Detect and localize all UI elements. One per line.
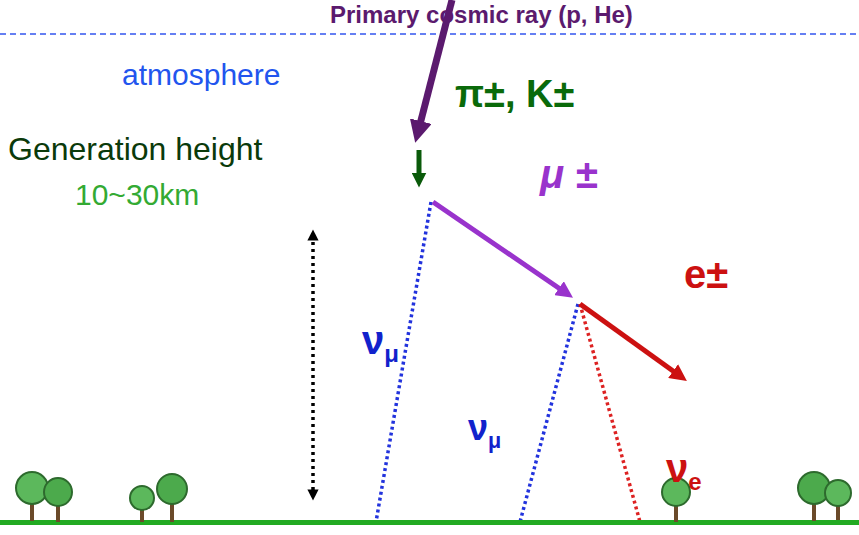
nue-line — [580, 304, 640, 522]
height-label: Generation height — [8, 132, 262, 167]
meson-label: π±, K± — [455, 74, 574, 116]
ground-line — [0, 520, 859, 525]
atmosphere-boundary — [0, 33, 859, 35]
cosmic-ray-label: Primary cosmic ray (p, He) — [330, 2, 633, 28]
height-arrow — [311, 235, 315, 495]
electron-label: e± — [684, 252, 728, 296]
electron-track — [580, 304, 680, 376]
neutrino-label: νμ — [362, 318, 399, 368]
meson-arrow — [417, 150, 422, 180]
muon-label: μ ± — [540, 152, 597, 196]
neutrino-label: νe — [666, 446, 702, 496]
muon-track — [433, 202, 566, 293]
tree-group — [16, 472, 851, 522]
numu-line — [520, 304, 578, 522]
height-value: 10~30km — [75, 178, 199, 211]
neutrino-label: νμ — [468, 408, 501, 452]
atmosphere-label: atmosphere — [122, 58, 280, 91]
numu-line — [376, 202, 431, 522]
